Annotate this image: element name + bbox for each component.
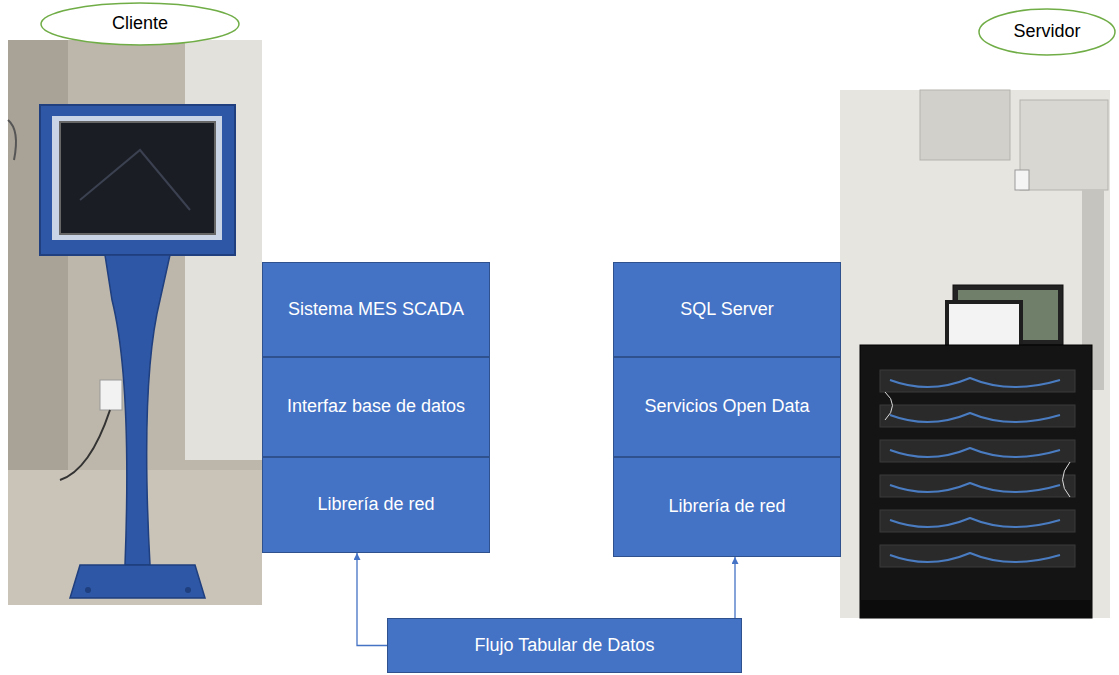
layer-box: Interfaz base de datos (262, 357, 490, 457)
layer-box: Librería de red (613, 457, 841, 557)
box-label: Librería de red (309, 493, 442, 516)
box-label: SQL Server (672, 298, 781, 321)
layer-box: Sistema MES SCADA (262, 262, 490, 357)
box-label: Servicios Open Data (636, 395, 817, 418)
flow-arrow (734, 557, 735, 618)
box-label: Flujo Tabular de Datos (467, 634, 663, 657)
layer-box: Librería de red (262, 457, 490, 553)
box-label: Interfaz base de datos (279, 395, 473, 418)
flow-box: Flujo Tabular de Datos (387, 618, 742, 673)
layer-box: SQL Server (613, 262, 841, 357)
flow-arrow (357, 553, 387, 646)
role-label: Servidor (1005, 20, 1088, 43)
server-rack-photo (840, 90, 1110, 618)
box-label: Librería de red (660, 495, 793, 518)
role-label: Cliente (104, 12, 176, 35)
box-label: Sistema MES SCADA (280, 298, 472, 321)
role-ellipse: Servidor (978, 8, 1116, 56)
role-ellipse: Cliente (40, 2, 240, 46)
kiosk-photo (8, 40, 262, 605)
layer-box: Servicios Open Data (613, 357, 841, 457)
